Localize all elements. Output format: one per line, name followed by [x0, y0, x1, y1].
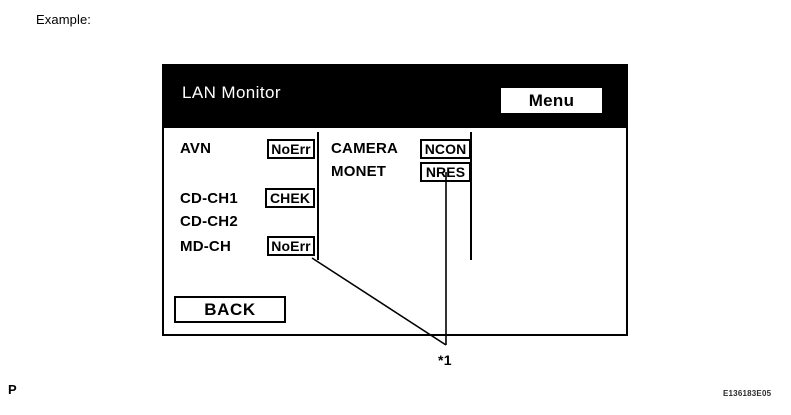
- back-button[interactable]: BACK: [174, 296, 286, 323]
- lan-monitor-panel: LAN Monitor Menu AVN NoErr CD-CH1 CHEK C…: [162, 64, 628, 336]
- status-badge-cd-ch1-text: CHEK: [269, 190, 311, 206]
- panel-header: LAN Monitor Menu: [164, 66, 626, 128]
- status-badge-avn-text: NoErr: [271, 141, 311, 157]
- menu-button-label: Menu: [528, 90, 575, 110]
- row-label-camera: CAMERA: [331, 140, 399, 157]
- row-camera: CAMERA: [331, 140, 398, 157]
- row-cd-ch1: CD-CH1: [180, 190, 238, 207]
- panel-body: AVN NoErr CD-CH1 CHEK CD-CH2 MD-CH NoErr…: [164, 128, 626, 334]
- row-avn: AVN: [180, 140, 211, 157]
- column-separator-2: [470, 132, 472, 260]
- row-label-md-ch: MD-CH: [180, 238, 231, 255]
- status-badge-camera[interactable]: NCON: [420, 139, 471, 159]
- status-badge-monet[interactable]: NRES: [420, 162, 471, 182]
- column-separator-1: [317, 132, 319, 260]
- status-badge-avn[interactable]: NoErr: [267, 139, 315, 159]
- row-cd-ch2: CD-CH2: [180, 213, 238, 230]
- row-label-cd-ch1: CD-CH1: [180, 190, 238, 207]
- row-md-ch: MD-CH: [180, 238, 231, 255]
- figure-code: E136183E05: [723, 389, 772, 398]
- row-monet: MONET: [331, 163, 386, 180]
- row-label-avn: AVN: [180, 140, 212, 157]
- row-label-cd-ch2: CD-CH2: [180, 213, 238, 230]
- menu-button[interactable]: Menu: [500, 87, 603, 114]
- panel-title: LAN Monitor: [182, 83, 281, 102]
- callout-label-1: *1: [438, 352, 452, 368]
- row-label-monet: MONET: [331, 163, 387, 180]
- status-badge-camera-text: NCON: [424, 141, 467, 157]
- back-button-label: BACK: [204, 299, 256, 319]
- status-badge-monet-text: NRES: [425, 164, 466, 180]
- status-badge-md-ch-text: NoErr: [271, 238, 311, 254]
- status-badge-cd-ch1[interactable]: CHEK: [265, 188, 315, 208]
- page-marker: P: [8, 382, 17, 397]
- status-badge-md-ch[interactable]: NoErr: [267, 236, 315, 256]
- example-caption: Example:: [36, 12, 91, 27]
